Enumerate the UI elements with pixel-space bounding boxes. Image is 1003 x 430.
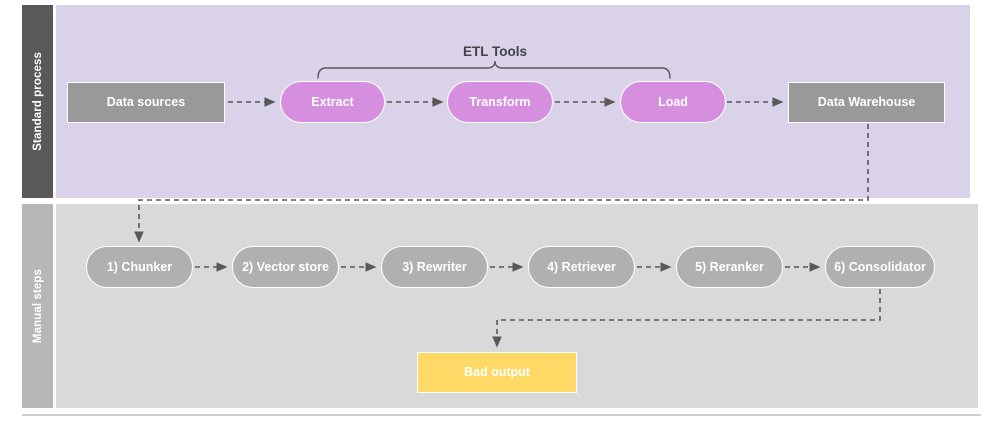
node-retriever[interactable]: 4) Retriever bbox=[528, 246, 635, 288]
lane-header-manual-steps: Manual steps bbox=[22, 204, 53, 408]
node-consolidator[interactable]: 6) Consolidator bbox=[825, 246, 935, 288]
node-data-sources[interactable]: Data sources bbox=[67, 82, 225, 123]
lane-label-standard-process: Standard process bbox=[31, 52, 44, 151]
node-transform[interactable]: Transform bbox=[447, 81, 553, 123]
lane-label-manual-steps: Manual steps bbox=[31, 268, 44, 344]
lane-header-standard-process: Standard process bbox=[22, 5, 53, 198]
node-extract[interactable]: Extract bbox=[280, 81, 385, 123]
node-load[interactable]: Load bbox=[620, 81, 726, 123]
etl-tools-label: ETL Tools bbox=[463, 44, 527, 59]
node-data-warehouse[interactable]: Data Warehouse bbox=[788, 82, 945, 123]
node-bad-output[interactable]: Bad output bbox=[417, 352, 577, 393]
node-reranker[interactable]: 5) Reranker bbox=[676, 246, 783, 288]
node-rewriter[interactable]: 3) Rewriter bbox=[381, 246, 488, 288]
bottom-divider bbox=[22, 414, 981, 416]
node-vector-store[interactable]: 2) Vector store bbox=[232, 246, 339, 288]
node-chunker[interactable]: 1) Chunker bbox=[86, 246, 193, 288]
